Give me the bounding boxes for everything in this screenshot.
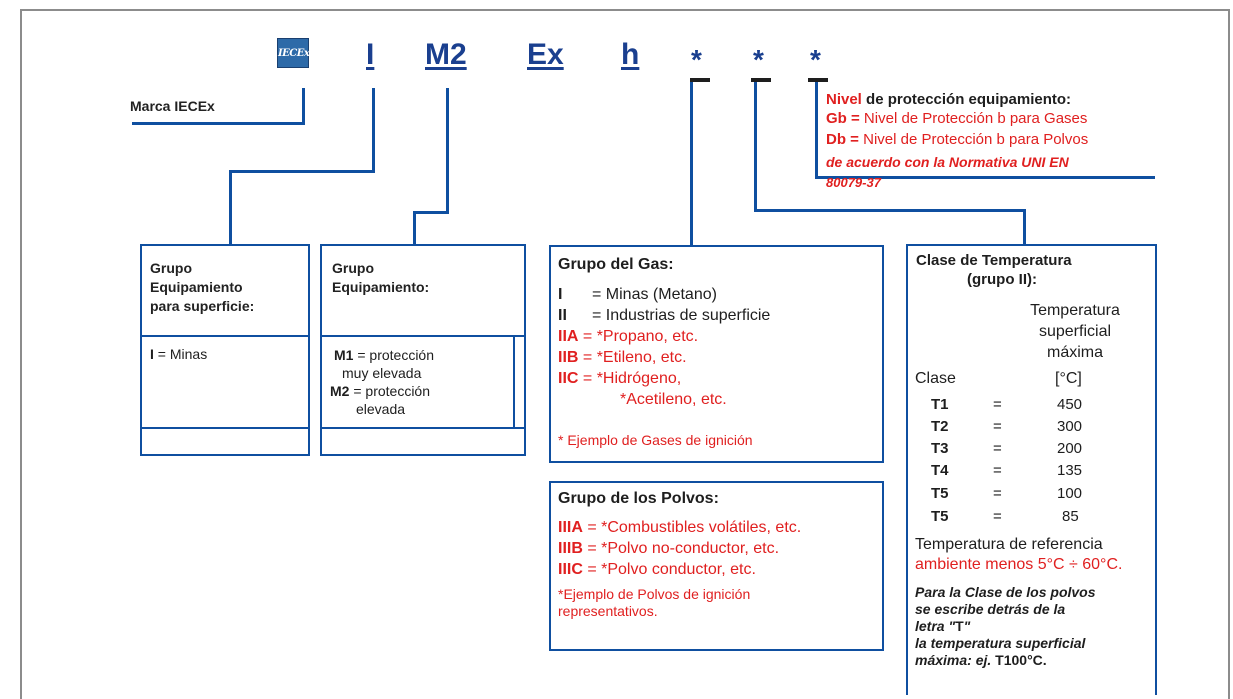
grupo-superficie-box [140,244,310,456]
clase-temp-header: Temperatura superficial máxima [1030,302,1120,361]
nivel-title-red: Nivel [826,91,862,108]
star-gas: * [691,44,702,75]
star-temp: * [753,44,764,75]
grupo-equipamiento-box [320,244,526,456]
code-ex: Ex [527,38,564,71]
divider [140,335,310,337]
clase-label: Clase [915,370,956,387]
divider [320,427,526,429]
clase-polvos-note: Para la Clase de los polvos se escribe d… [915,584,1096,668]
grupo-gas-box [549,245,884,463]
temp-referencia: Temperatura de referencia ambiente menos… [915,536,1123,573]
normativa-line-2: 80079-37 [826,175,881,190]
grupo-gas-items: I= Minas (Metano) II= Industrias de supe… [558,286,771,408]
grupo-polvos-note: *Ejemplo de Polvos de ignición represent… [558,586,751,619]
unit-label: [°C] [1055,370,1082,387]
divider [513,335,515,429]
gb-text: Nivel de Protección b para Gases [859,110,1088,127]
star-nivel: * [810,44,821,75]
outer-frame [20,9,1230,699]
grupo-polvos-title: Grupo de los Polvos: [558,490,719,507]
dash-nivel [808,78,828,82]
nivel-title-rest: de protección equipamiento: [861,91,1072,108]
grupo-gas-note: * Ejemplo de Gases de ignición [558,432,753,448]
dash-gas [690,78,710,82]
clase-temp-title: Clase de Temperatura (grupo II): [916,252,1072,288]
grupo-superficie-item: I = Minas [150,346,208,362]
grupo-equipamiento-title: Grupo Equipamiento: [332,260,430,295]
code-i: I [366,38,375,71]
normativa-line-1: de acuerdo con la Normativa UNI EN [826,154,1069,170]
divider [320,335,526,337]
code-m2: M2 [425,38,467,71]
db-code: Db = [826,131,859,148]
db-text: Nivel de Protección b para Polvos [858,131,1089,148]
iecex-logo: IECEx [277,38,310,68]
grupo-equipamiento-items: M1 = protección muy elevada M2 = protecc… [330,347,435,417]
divider [140,427,310,429]
grupo-polvos-box [549,481,884,651]
grupo-superficie-title: Grupo Equipamiento para superficie: [150,260,255,314]
dash-temp [751,78,771,82]
gb-code: Gb = [826,110,860,127]
marca-iecex-label: Marca IECEx [130,98,215,114]
grupo-polvos-items: IIIA = *Combustibles volátiles, etc. III… [558,519,802,578]
code-h: h [621,38,640,71]
grupo-gas-title: Grupo del Gas: [558,256,674,273]
